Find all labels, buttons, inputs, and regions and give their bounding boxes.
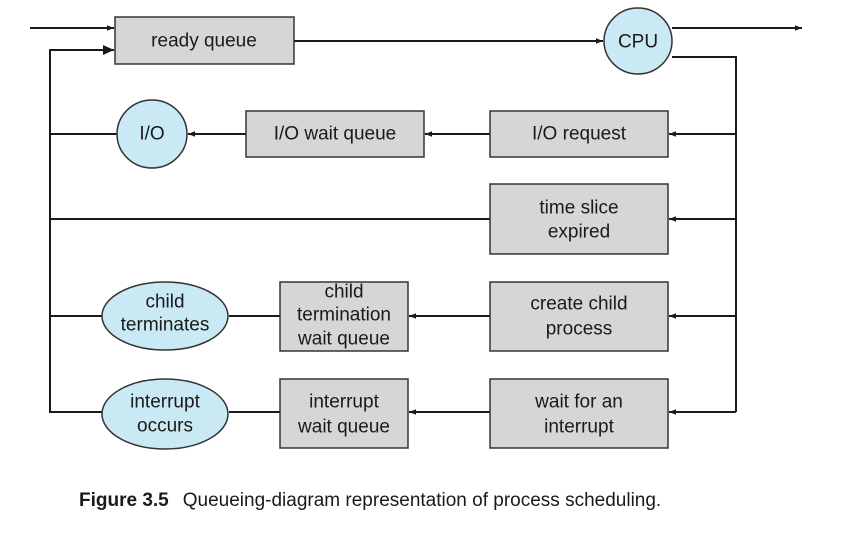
create-child-label-line-2: process bbox=[546, 319, 613, 340]
cpu-label: CPU bbox=[618, 32, 658, 53]
io-label: I/O bbox=[139, 124, 164, 145]
io-wait-queue-label: I/O wait queue bbox=[274, 124, 397, 145]
interrupt-wait-queue-label-line-1: interrupt bbox=[309, 392, 379, 413]
cpu-circle: CPU bbox=[603, 7, 673, 75]
time-slice-label-line-1: time slice bbox=[539, 198, 618, 219]
child-terminates-label-line-1: child bbox=[145, 292, 184, 313]
figure-caption: Figure 3.5 Queueing-diagram representatio… bbox=[79, 490, 839, 512]
interrupt-occurs-label-line-1: interrupt bbox=[130, 392, 200, 413]
child-termination-label-line-1: child bbox=[324, 282, 363, 303]
interrupt-wait-queue-label-line-2: wait queue bbox=[297, 417, 390, 438]
wait-for-interrupt-label-line-1: wait for an bbox=[534, 392, 623, 413]
ready-queue-label: ready queue bbox=[151, 31, 257, 52]
interrupt-wait-queue-box: interrupt wait queue bbox=[279, 378, 409, 449]
child-terminates-ellipse: child terminates bbox=[101, 281, 229, 351]
io-request-label: I/O request bbox=[532, 124, 627, 145]
time-slice-label-line-2: expired bbox=[548, 222, 610, 243]
create-child-label-line-1: create child bbox=[530, 294, 627, 315]
io-circle: I/O bbox=[116, 99, 188, 169]
connector-lines bbox=[30, 25, 802, 415]
child-termination-label-line-3: wait queue bbox=[297, 329, 390, 350]
child-termination-wait-queue-box: child termination wait queue bbox=[279, 281, 409, 352]
wait-for-interrupt-box: wait for an interrupt bbox=[489, 378, 669, 449]
create-child-process-box: create child process bbox=[489, 281, 669, 352]
figure-caption-text: Queueing-diagram representation of proce… bbox=[182, 490, 662, 511]
line-cpu-to-right-bus bbox=[672, 56, 737, 412]
child-terminates-label-line-2: terminates bbox=[121, 315, 210, 336]
wait-for-interrupt-label-line-2: interrupt bbox=[544, 417, 614, 438]
time-slice-expired-box: time slice expired bbox=[489, 183, 669, 255]
ready-queue-box: ready queue bbox=[114, 16, 295, 65]
figure-number: Figure 3.5 bbox=[79, 490, 169, 511]
io-request-box: I/O request bbox=[489, 110, 669, 158]
io-wait-queue-box: I/O wait queue bbox=[245, 110, 425, 158]
interrupt-occurs-label-line-2: occurs bbox=[137, 416, 193, 437]
child-termination-label-line-2: termination bbox=[297, 305, 391, 326]
interrupt-occurs-ellipse: interrupt occurs bbox=[101, 378, 229, 450]
line-left-bus bbox=[49, 50, 102, 413]
